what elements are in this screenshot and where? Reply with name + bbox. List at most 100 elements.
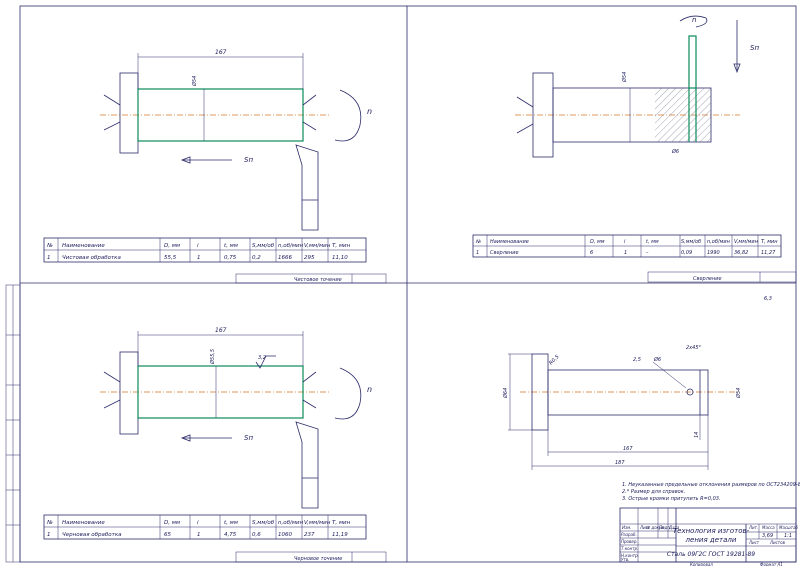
fillet-dim: R0,5 (548, 354, 560, 366)
table-header-cell: Т, мин (332, 520, 351, 526)
rotation-label: n (692, 16, 696, 24)
tailstock-mark (302, 94, 317, 131)
table-header-cell: t, мм (646, 239, 659, 245)
tb-list: Лист (639, 525, 651, 530)
table-cell: 65 (164, 532, 171, 538)
table-cell: 1 (476, 250, 479, 256)
table-cell: Черновая обработка (62, 532, 122, 538)
table-cell: 295 (304, 255, 315, 261)
diameter-dim: Ø54 (621, 72, 628, 83)
svg-text:3. Острые кромки притупить R=0: 3. Острые кромки притупить R=0,03. (622, 496, 721, 502)
table-cell: 1666 (278, 255, 292, 261)
length-dim: 167 (215, 49, 227, 56)
table-header-cell: D, мм (590, 239, 605, 245)
feed-label: Sп (244, 156, 253, 164)
table-header-cell: Т, мин (761, 239, 778, 245)
table-cell: 36,82 (734, 250, 748, 256)
chuck (119, 351, 139, 435)
table-cell: 1 (47, 532, 51, 538)
title-block: Изм. Лист № докум. Подп. Дата Разраб. Пр… (619, 507, 799, 563)
table-cell: 1990 (707, 250, 720, 256)
section-hatch (655, 88, 711, 142)
left-margin-stamp (5, 284, 21, 563)
table-header-cell: № (46, 520, 53, 526)
cutting-tool (295, 144, 319, 231)
tb-prov: Провер. (621, 539, 638, 544)
table-cell: 1 (47, 255, 51, 261)
tb-mass: 3,69 (762, 533, 773, 539)
cutting-tool (295, 421, 319, 509)
table-cell: 11,19 (332, 532, 348, 538)
workpiece (137, 88, 304, 142)
chuck-jaw-mark (103, 94, 121, 131)
hole-dim: Ø6 (671, 148, 679, 155)
table-header-cell: n,об/мин (707, 239, 731, 245)
tb-format: Формат А1 (760, 562, 783, 566)
feed-label: Sп (750, 44, 759, 52)
table-header-cell: V,мм/мин (734, 239, 759, 245)
feed-label: Sп (244, 434, 253, 442)
table-cell: 1 (197, 532, 201, 538)
table-cell: 0,75 (224, 255, 237, 261)
tb-copied: Копировал (690, 562, 713, 566)
table-header-cell: S,мм/об (681, 239, 701, 245)
rotation-arrow (334, 367, 362, 420)
table-cell: Чистовая обработка (62, 255, 122, 261)
table-header-cell: Т, мин (332, 243, 351, 249)
length-dim: 167 (215, 327, 227, 334)
tb-title-line2: ления детали (685, 536, 737, 544)
tb-mass-header: Масса (762, 525, 775, 530)
tb-doc: № докум. (645, 525, 666, 530)
part-drawing: 6,3 Ø6 2,5 2х45° R0,5 Ø64 Ø54 14 167 187… (502, 296, 800, 566)
tb-razrab: Разраб. (621, 532, 637, 537)
tb-title-line1: Технология изготов- (673, 527, 750, 535)
table-header-cell: i (624, 239, 626, 245)
table-cell: 1060 (278, 532, 292, 538)
tb-scale-header: Масштаб (779, 525, 799, 530)
tb-sheets: Листов (769, 540, 786, 545)
table-header-cell: V,мм/мин (304, 243, 331, 249)
tb-nkontr: Н.контр. (621, 553, 639, 558)
table-cell: – (646, 250, 649, 256)
diameter-dim: Ø55,5 (209, 349, 216, 365)
table-header-cell: V,мм/мин (304, 520, 331, 526)
table-header-cell: i (197, 243, 199, 249)
table-cell: 1 (197, 255, 201, 261)
table-header-cell: S,мм/об (252, 520, 275, 526)
chamfer-dim: 2х45° (686, 345, 702, 351)
chuck (119, 72, 139, 154)
rotation-arrow (679, 15, 708, 28)
cross-hole (686, 388, 694, 396)
table-header-cell: № (475, 239, 481, 245)
table-header-cell: Наименование (62, 243, 105, 249)
tb-tkontr: Т.контр. (621, 546, 638, 551)
table-header-cell: i (197, 520, 199, 526)
tb-sign: Подп. (659, 525, 671, 530)
technical-notes: 1. Неуказанные предельные отклонения раз… (622, 482, 800, 502)
rotation-label: n (367, 107, 372, 116)
workpiece (137, 365, 304, 419)
table-cell: 4,75 (224, 532, 237, 538)
roughness-mark (255, 355, 276, 369)
diameter-dim: Ø54 (191, 76, 198, 87)
table-header-cell: n,об/мин (278, 243, 304, 249)
roughness-label: 3,2 (258, 355, 266, 361)
shaft (547, 369, 709, 416)
overall-length-dim: 187 (615, 460, 625, 466)
hole-offset-dim: 2,5 (633, 357, 641, 363)
sheet-caption: Сверление (693, 276, 722, 282)
drill-bit (688, 35, 697, 89)
tb-izm: Изм. (622, 525, 631, 530)
hole-dim: Ø6 (653, 356, 661, 363)
tb-scale: 1:1 (784, 533, 792, 539)
rotation-arrow (334, 89, 362, 142)
table-header-cell: n,об/мин (278, 520, 304, 526)
rotation-label: n (367, 385, 372, 394)
table-cell: 11,10 (332, 255, 348, 261)
